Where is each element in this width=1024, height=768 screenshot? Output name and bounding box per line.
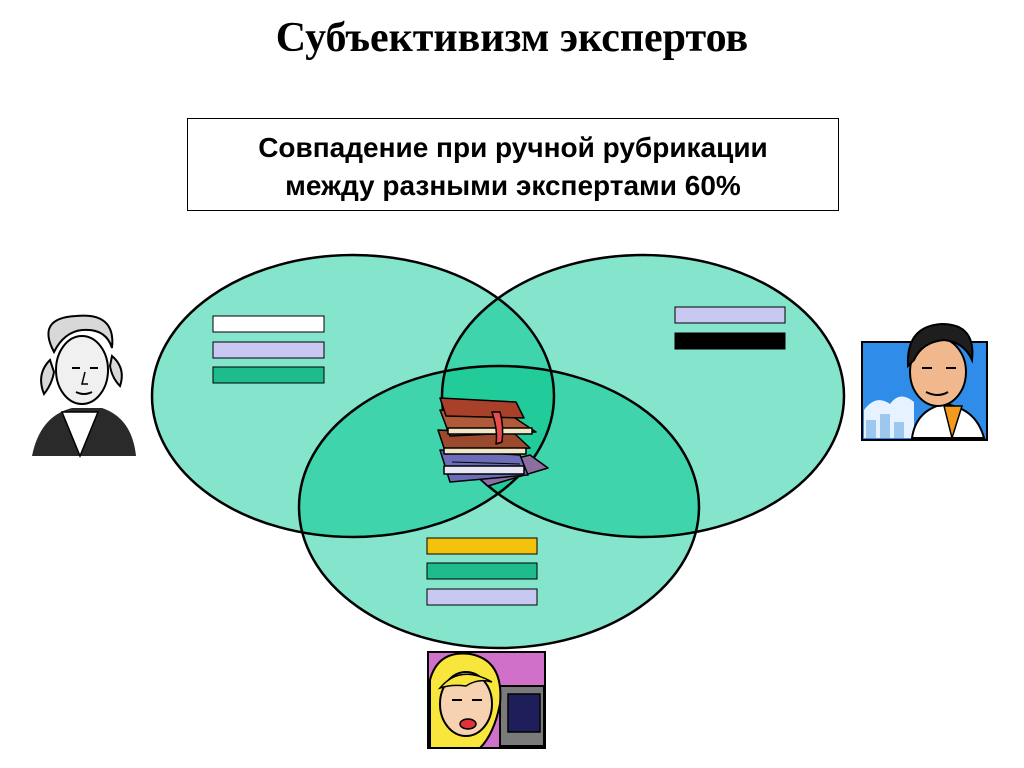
category-bar (212, 315, 325, 333)
expert-right-categories (674, 306, 786, 350)
callout-line-2: между разными экспертами 60% (285, 170, 741, 201)
category-bar (212, 341, 325, 359)
category-bar (426, 562, 538, 580)
portrait-washington-icon (24, 314, 136, 458)
books-stack-icon (437, 397, 549, 487)
category-bar (674, 332, 786, 350)
category-bar (426, 588, 538, 606)
category-bar (426, 537, 538, 555)
category-bar (674, 306, 786, 324)
man-skyline-icon (861, 322, 988, 441)
expert-bottom-categories (426, 537, 538, 606)
woman-computer-icon (427, 651, 546, 749)
callout-line-1: Совпадение при ручной рубрикации (258, 132, 768, 163)
expert-left-categories (212, 315, 325, 384)
category-bar (212, 366, 325, 384)
callout-box: Совпадение при ручной рубрикации между р… (187, 118, 839, 211)
slide-title: Субъективизм экспертов (275, 15, 749, 61)
